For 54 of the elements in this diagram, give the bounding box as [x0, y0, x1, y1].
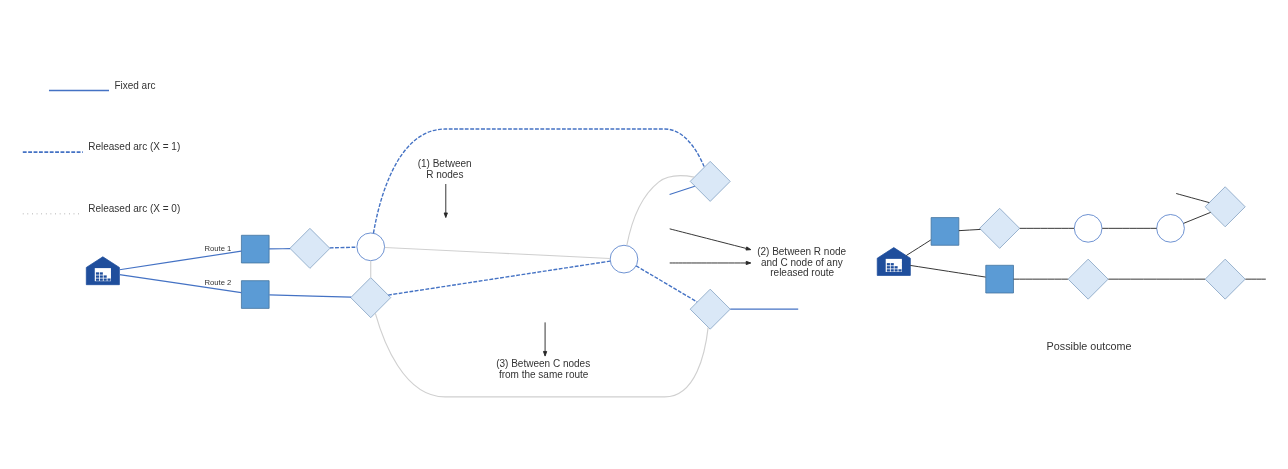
- node-box: [930, 217, 960, 246]
- node-box: [985, 264, 1014, 294]
- connector: [729, 308, 799, 310]
- node-box: [241, 234, 270, 264]
- node-diamond: [689, 288, 731, 330]
- connector: [329, 246, 358, 249]
- node-diamond: [350, 277, 392, 318]
- legend-label: Released arc (X = 1): [88, 141, 181, 153]
- arrow: [543, 321, 548, 357]
- node-picture: [876, 247, 911, 276]
- node-text: (1) Between R nodes: [417, 158, 472, 180]
- legend-label: Released arc (X = 0): [88, 202, 181, 214]
- arrow: [669, 260, 752, 266]
- connector: [374, 312, 709, 398]
- node-text: (3) Between C nodes from the same route: [496, 358, 591, 380]
- arrow: [443, 183, 448, 218]
- connector: [118, 250, 242, 271]
- connector: [1013, 278, 1069, 280]
- connector: [905, 239, 932, 256]
- connector: [626, 175, 695, 246]
- node-diamond: [289, 227, 331, 269]
- node-diamond: [979, 207, 1021, 249]
- connector: [1019, 227, 1075, 229]
- edge-label: Route 1: [204, 243, 232, 253]
- connector: [372, 128, 706, 234]
- connector: [635, 265, 698, 303]
- legend-label: Fixed arc: [114, 79, 156, 91]
- node-circle: [609, 244, 639, 274]
- node-text: (2) Between R node and C node of any released route: [757, 245, 847, 279]
- node-diamond: [1204, 258, 1246, 300]
- connector: [384, 246, 611, 260]
- node-diamond: [689, 161, 731, 202]
- connector: [1107, 278, 1206, 280]
- connector: [669, 185, 696, 196]
- connector: [268, 248, 291, 250]
- connector: [1101, 227, 1158, 229]
- node-box: [241, 280, 270, 309]
- connector: [1244, 278, 1267, 280]
- connector: [909, 265, 986, 278]
- connector: [1175, 193, 1210, 204]
- connector: [268, 294, 352, 298]
- connector: [387, 260, 611, 296]
- edge-label: Route 2: [204, 277, 232, 287]
- node-circle: [1156, 214, 1185, 243]
- arrow: [669, 228, 752, 251]
- node-circle: [356, 232, 385, 262]
- connector: [1183, 211, 1212, 224]
- node-circle: [1073, 214, 1103, 243]
- connector: [958, 228, 981, 232]
- label: Possible outcome: [1046, 339, 1132, 352]
- node-diamond: [1067, 258, 1109, 300]
- node-diamond: [1204, 186, 1246, 228]
- node-picture: [85, 256, 120, 286]
- connector: [118, 274, 242, 294]
